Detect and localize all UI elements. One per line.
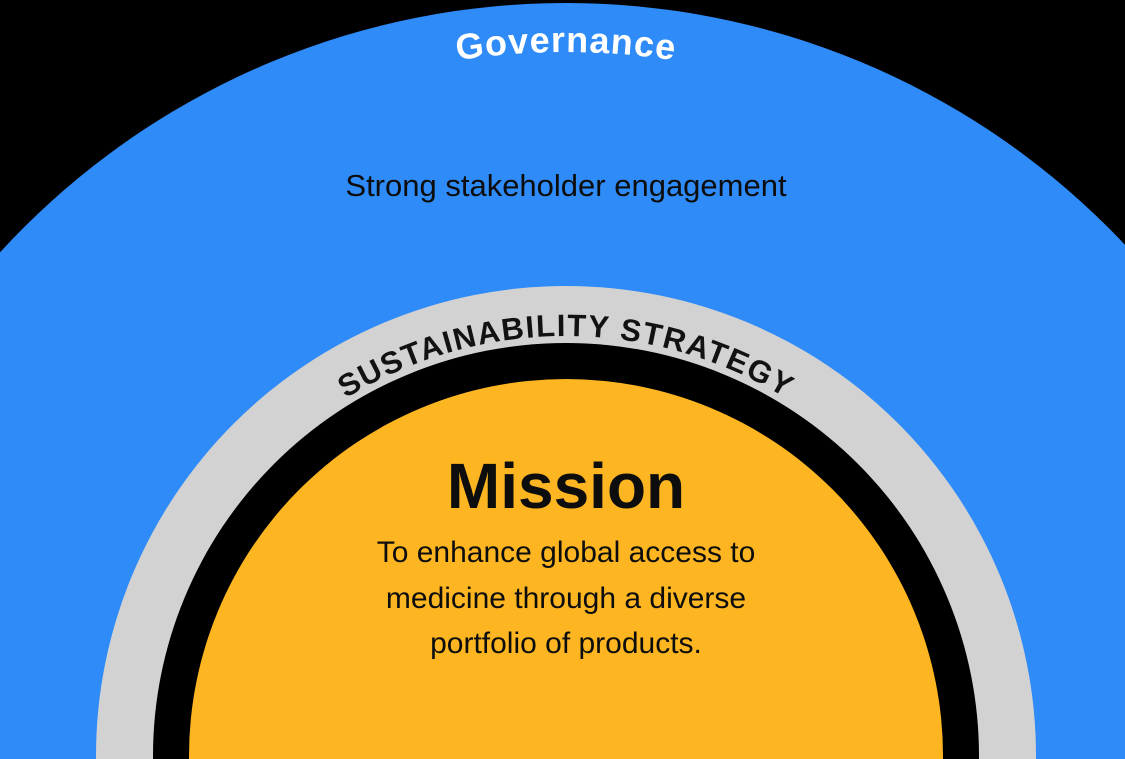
mission-title: Mission <box>447 450 685 522</box>
mission-description-line: medicine through a diverse <box>386 582 746 615</box>
mission-description-line: To enhance global access to <box>377 536 756 569</box>
governance-label-text: Governance <box>453 19 679 68</box>
governance-label: Governance <box>453 19 678 68</box>
mission-description-line: portfolio of products. <box>430 627 702 660</box>
mission-circle <box>189 379 943 759</box>
stakeholder-engagement-text: Strong stakeholder engagement <box>345 168 787 203</box>
